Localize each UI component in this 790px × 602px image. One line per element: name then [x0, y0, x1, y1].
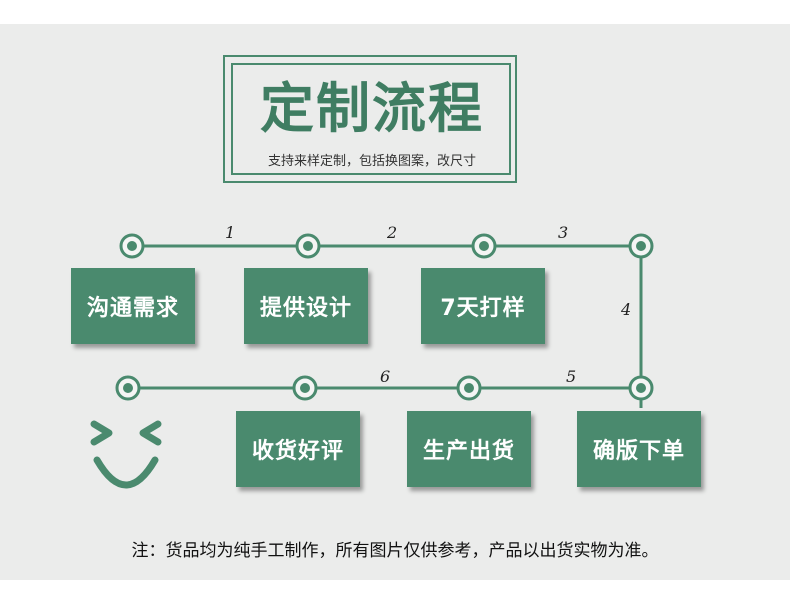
- node-3: [471, 233, 497, 259]
- step-communicate-needs: 沟通需求: [71, 268, 195, 344]
- step-number-6: 6: [380, 367, 391, 386]
- title-frame-inner: [231, 63, 511, 175]
- smiley-icon: [90, 420, 162, 489]
- node-7: [456, 375, 482, 401]
- node-8: [628, 375, 654, 401]
- footer-note: 注：货品均为纯手工制作，所有图片仅供参考，产品以出货实物为准。: [131, 541, 659, 561]
- page-subtitle: 支持来样定制，包括换图案，改尺寸: [267, 154, 476, 169]
- step-production-shipping: 生产出货: [407, 411, 531, 487]
- title-frame-outer: [223, 55, 517, 183]
- step-confirm-order: 确版下单: [577, 411, 701, 487]
- step-number-5: 5: [566, 367, 577, 386]
- node-4: [628, 233, 654, 259]
- node-6: [292, 375, 318, 401]
- step-sample-7-days: 7天打样: [421, 268, 545, 344]
- node-1: [119, 233, 145, 259]
- step-number-1: 1: [225, 223, 236, 242]
- node-2: [295, 233, 321, 259]
- step-provide-design: 提供设计: [244, 268, 368, 344]
- step-number-2: 2: [387, 223, 398, 242]
- page-title: 定制流程: [260, 77, 484, 140]
- step-review: 收货好评: [236, 411, 360, 487]
- step-number-3: 3: [558, 223, 569, 242]
- node-5: [115, 375, 141, 401]
- step-number-4: 4: [621, 300, 632, 319]
